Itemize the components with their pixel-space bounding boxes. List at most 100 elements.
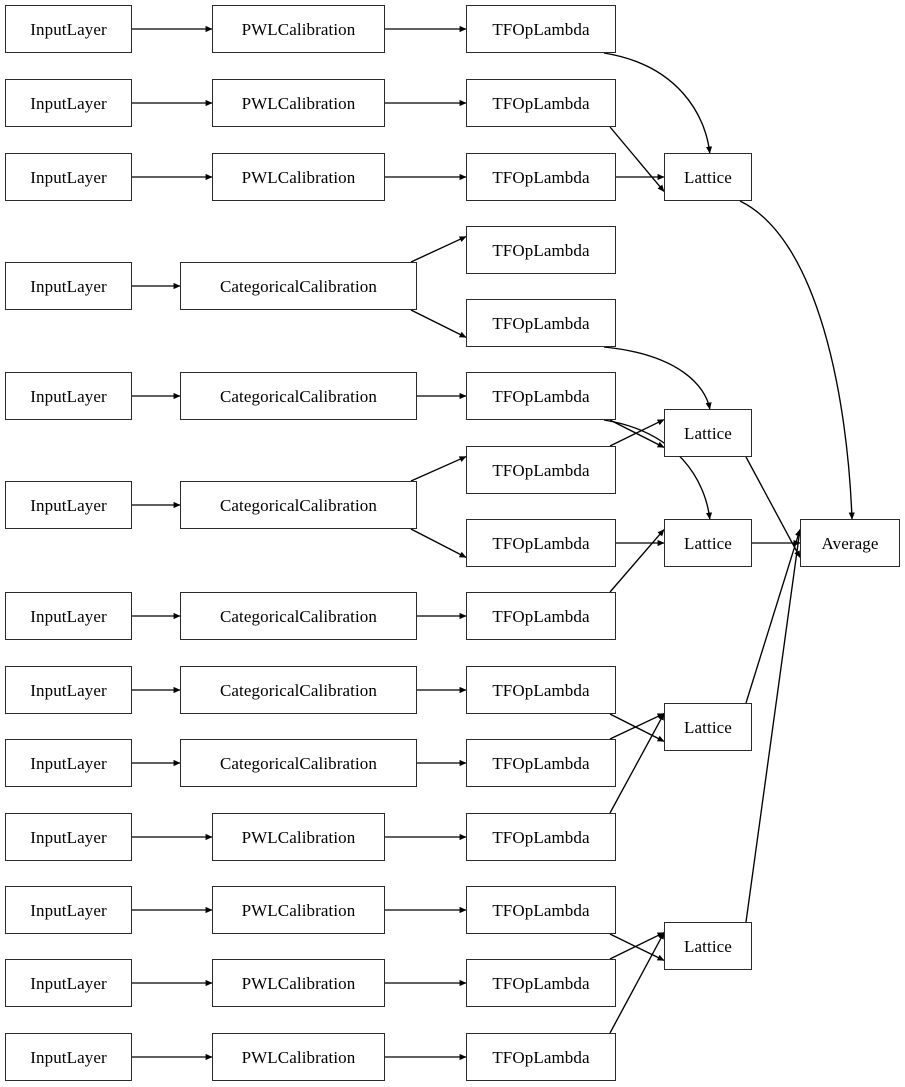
node-in9[interactable]: InputLayer	[5, 739, 132, 787]
node-in11[interactable]: InputLayer	[5, 886, 132, 934]
node-cal11[interactable]: PWLCalibration	[212, 886, 385, 934]
node-label: Lattice	[684, 717, 732, 737]
edge-cal4-to-tf4	[410, 235, 467, 263]
node-in3[interactable]: InputLayer	[5, 153, 132, 201]
node-label: TFOpLambda	[492, 606, 590, 626]
node-label: PWLCalibration	[241, 827, 356, 847]
node-tf5[interactable]: TFOpLambda	[466, 299, 616, 347]
node-label: CategoricalCalibration	[219, 276, 378, 296]
edge-tf15-to-lat5	[609, 932, 665, 1034]
node-label: CategoricalCalibration	[219, 753, 378, 773]
node-cal8[interactable]: CategoricalCalibration	[180, 666, 417, 714]
node-cal2[interactable]: PWLCalibration	[212, 79, 385, 127]
edge-tf1-to-lat1	[603, 52, 713, 154]
node-in12[interactable]: InputLayer	[5, 959, 132, 1007]
node-label: InputLayer	[30, 167, 107, 187]
node-lat4[interactable]: Lattice	[664, 703, 752, 751]
edge-cal6-to-tf7	[410, 455, 467, 482]
node-label: InputLayer	[30, 606, 107, 626]
node-tf9[interactable]: TFOpLambda	[466, 592, 616, 640]
node-tf3[interactable]: TFOpLambda	[466, 153, 616, 201]
node-in13[interactable]: InputLayer	[5, 1033, 132, 1081]
node-label: TFOpLambda	[492, 753, 590, 773]
edge-lat4-to-avg	[745, 529, 802, 704]
edge-tf2-to-lat1	[609, 126, 665, 192]
edge-tf7-to-lat2	[609, 418, 665, 447]
node-label: InputLayer	[30, 900, 107, 920]
node-tf2[interactable]: TFOpLambda	[466, 79, 616, 127]
node-label: InputLayer	[30, 386, 107, 406]
node-cal13[interactable]: PWLCalibration	[212, 1033, 385, 1081]
node-tf12[interactable]: TFOpLambda	[466, 813, 616, 861]
edge-tf13-to-lat5	[609, 933, 665, 962]
node-in4[interactable]: InputLayer	[5, 262, 132, 310]
node-label: InputLayer	[30, 495, 107, 515]
node-label: CategoricalCalibration	[219, 386, 378, 406]
edge-tf10-to-lat4	[609, 713, 665, 743]
edge-tf12-to-lat4	[609, 713, 665, 814]
node-label: InputLayer	[30, 276, 107, 296]
node-label: TFOpLambda	[492, 167, 590, 187]
node-label: TFOpLambda	[492, 680, 590, 700]
node-label: InputLayer	[30, 93, 107, 113]
node-label: CategoricalCalibration	[219, 680, 378, 700]
node-label: TFOpLambda	[492, 460, 590, 480]
node-label: Average	[821, 533, 879, 553]
node-lat3[interactable]: Lattice	[664, 519, 752, 567]
node-cal4[interactable]: CategoricalCalibration	[180, 262, 417, 310]
node-lat2[interactable]: Lattice	[664, 409, 752, 457]
node-label: InputLayer	[30, 680, 107, 700]
node-in2[interactable]: InputLayer	[5, 79, 132, 127]
node-tf4[interactable]: TFOpLambda	[466, 226, 616, 274]
edge-cal6-to-tf8	[410, 528, 467, 558]
node-label: PWLCalibration	[241, 973, 356, 993]
node-label: InputLayer	[30, 827, 107, 847]
node-tf11[interactable]: TFOpLambda	[466, 739, 616, 787]
node-avg[interactable]: Average	[800, 519, 900, 567]
node-cal7[interactable]: CategoricalCalibration	[180, 592, 417, 640]
edge-tf11-to-lat4	[609, 712, 665, 740]
node-tf15[interactable]: TFOpLambda	[466, 1033, 616, 1081]
node-label: CategoricalCalibration	[219, 495, 378, 515]
node-lat1[interactable]: Lattice	[664, 153, 752, 201]
node-tf10[interactable]: TFOpLambda	[466, 666, 616, 714]
node-cal3[interactable]: PWLCalibration	[212, 153, 385, 201]
node-label: TFOpLambda	[492, 827, 590, 847]
node-label: TFOpLambda	[492, 313, 590, 333]
node-label: TFOpLambda	[492, 900, 590, 920]
node-label: Lattice	[684, 936, 732, 956]
node-cal5[interactable]: CategoricalCalibration	[180, 372, 417, 420]
node-label: PWLCalibration	[241, 19, 356, 39]
node-in8[interactable]: InputLayer	[5, 666, 132, 714]
node-label: TFOpLambda	[492, 93, 590, 113]
node-cal12[interactable]: PWLCalibration	[212, 959, 385, 1007]
edge-lat5-to-avg	[745, 529, 803, 923]
node-in7[interactable]: InputLayer	[5, 592, 132, 640]
node-label: Lattice	[684, 423, 732, 443]
node-tf14[interactable]: TFOpLambda	[466, 959, 616, 1007]
node-in6[interactable]: InputLayer	[5, 481, 132, 529]
node-cal10[interactable]: PWLCalibration	[212, 813, 385, 861]
node-tf7[interactable]: TFOpLambda	[466, 446, 616, 494]
node-cal9[interactable]: CategoricalCalibration	[180, 739, 417, 787]
node-label: TFOpLambda	[492, 533, 590, 553]
node-in5[interactable]: InputLayer	[5, 372, 132, 420]
node-label: PWLCalibration	[241, 1047, 356, 1067]
node-in1[interactable]: InputLayer	[5, 5, 132, 53]
node-tf13[interactable]: TFOpLambda	[466, 886, 616, 934]
node-label: Lattice	[684, 167, 732, 187]
edge-lat2-to-avg	[745, 456, 801, 558]
edge-cal4-to-tf5	[410, 309, 467, 339]
node-label: TFOpLambda	[492, 386, 590, 406]
node-label: InputLayer	[30, 753, 107, 773]
node-label: PWLCalibration	[241, 93, 356, 113]
node-cal1[interactable]: PWLCalibration	[212, 5, 385, 53]
node-tf6[interactable]: TFOpLambda	[466, 372, 616, 420]
node-tf1[interactable]: TFOpLambda	[466, 5, 616, 53]
node-lat5[interactable]: Lattice	[664, 922, 752, 970]
node-cal6[interactable]: CategoricalCalibration	[180, 481, 417, 529]
node-in10[interactable]: InputLayer	[5, 813, 132, 861]
node-tf8[interactable]: TFOpLambda	[466, 519, 616, 567]
edge-tf9-to-lat3	[609, 529, 665, 593]
